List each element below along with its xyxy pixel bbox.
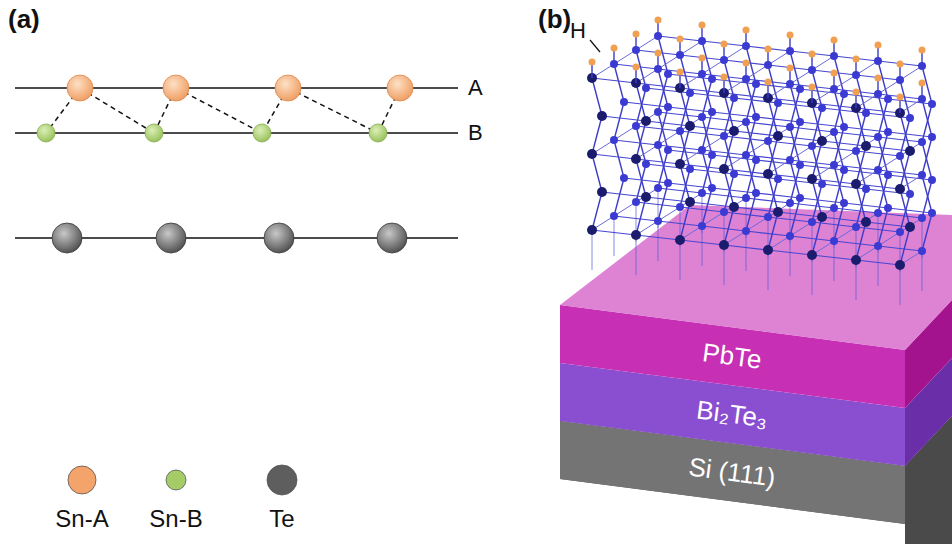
substrate-stack: [560, 205, 952, 544]
atom-label: H: [570, 18, 586, 44]
legend-swatch: [68, 466, 96, 494]
legend-swatch: [166, 470, 186, 490]
panel-a: [15, 75, 458, 253]
atom-label: B: [468, 120, 483, 146]
layer-name: Si (111): [687, 451, 777, 493]
panel-label: (b): [538, 4, 571, 35]
legend-text: Sn-B: [149, 505, 202, 533]
panel-label: (a): [8, 4, 40, 35]
layer-name: PbTe: [701, 337, 764, 375]
atom-label: A: [468, 75, 483, 101]
legend-text: Sn-A: [55, 505, 108, 533]
legend-swatch: [267, 465, 297, 495]
layer-name: Bi₂Te₃: [695, 394, 770, 434]
legend-text: Te: [269, 505, 294, 533]
crystal-lattice: [587, 17, 936, 306]
